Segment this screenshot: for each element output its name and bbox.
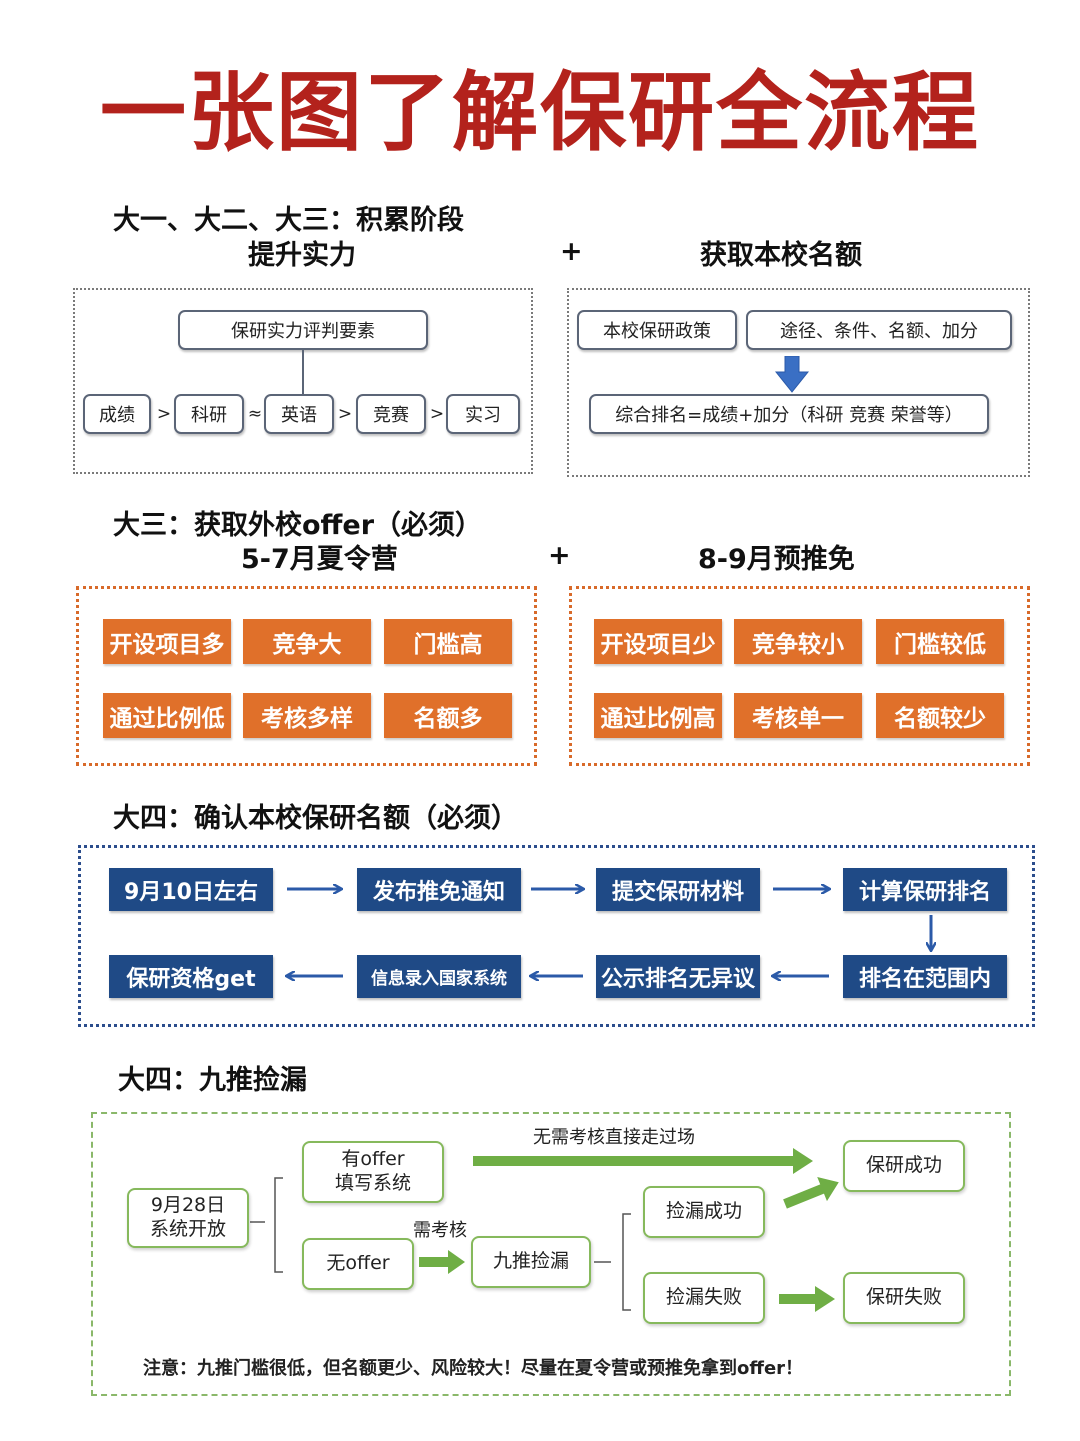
connector-line — [302, 350, 304, 394]
summer-camp-panel: 开设项目多 竞争大 门槛高 通过比例低 考核多样 名额多 — [76, 586, 537, 766]
op-greater-3: > — [429, 404, 445, 424]
item-english: 英语 — [264, 394, 334, 434]
result-fail-box: 保研失败 — [843, 1272, 965, 1324]
tag-pre-6: 名额较少 — [876, 693, 1004, 738]
tag-pre-4: 通过比例高 — [594, 693, 722, 738]
no-offer-box: 无offer — [302, 1238, 414, 1290]
has-offer-line2: 填写系统 — [334, 1172, 411, 1194]
item-competition: 竞赛 — [356, 394, 426, 434]
has-offer-box: 有offer 填写系统 — [302, 1141, 444, 1203]
section2-plus: + — [548, 540, 571, 571]
section4-heading: 大四：九推捡漏 — [118, 1065, 307, 1096]
section2-heading-left-line2: 5-7月夏令营 — [241, 544, 398, 575]
exam-arrow-icon — [419, 1250, 465, 1274]
tag-pre-1: 开设项目少 — [594, 619, 722, 664]
jiutui-connectors — [250, 1148, 839, 1312]
jiutui-note: 注意：九推门槛很低，但名额更少、风险较大！尽量在夏令营或预推免拿到offer！ — [143, 1358, 804, 1379]
confirm-quota-panel: 9月10日左右 发布推免通知 提交保研材料 计算保研排名 保研资格get 信息录… — [78, 845, 1035, 1027]
skip-label: 无需考核直接走过场 — [533, 1127, 695, 1148]
step-enter-national-system: 信息录入国家系统 — [357, 955, 521, 998]
school-policy-box: 本校保研政策 — [577, 310, 737, 350]
item-research: 科研 — [174, 394, 244, 434]
skip-arrow-icon — [473, 1148, 813, 1174]
section1-heading-right: 获取本校名额 — [700, 240, 862, 271]
section2-heading-right: 8-9月预推免 — [698, 544, 855, 575]
section3-heading: 大四：确认本校保研名额（必须） — [113, 803, 518, 834]
section1-heading-left-line2: 提升实力 — [248, 240, 356, 271]
tag-summer-6: 名额多 — [384, 693, 512, 738]
tag-summer-2: 竞争大 — [243, 619, 371, 664]
step-rank-in-range: 排名在范围内 — [843, 955, 1007, 998]
success-arrow-icon — [783, 1176, 839, 1209]
strength-panel: 保研实力评判要素 成绩 > 科研 ≈ 英语 > 竞赛 > 实习 — [73, 288, 533, 474]
section1-plus: + — [560, 236, 583, 267]
result-success-box: 保研成功 — [843, 1140, 965, 1192]
step-submit-materials: 提交保研材料 — [596, 868, 760, 911]
fail-arrow-icon — [779, 1286, 835, 1312]
ranking-formula-box: 综合排名=成绩+加分（科研 竞赛 荣誉等） — [589, 394, 989, 434]
tag-pre-5: 考核单一 — [734, 693, 862, 738]
has-offer-line1: 有offer — [341, 1148, 405, 1171]
page-title: 一张图了解保研全流程 — [100, 63, 980, 163]
jiutui-panel: 9月28日 系统开放 有offer 填写系统 无offer 无需考核直接走过场 … — [91, 1112, 1011, 1396]
strength-criteria-box: 保研实力评判要素 — [178, 310, 428, 350]
exam-label: 需考核 — [413, 1220, 467, 1241]
start-line2: 系统开放 — [149, 1218, 226, 1240]
step-qualification-get: 保研资格get — [109, 955, 273, 998]
step-publicize-ranking: 公示排名无异议 — [596, 955, 760, 998]
tag-summer-4: 通过比例低 — [103, 693, 231, 738]
tag-summer-5: 考核多样 — [243, 693, 371, 738]
section1-heading-left-line1: 大一、大二、大三：积累阶段 — [113, 205, 464, 236]
start-box: 9月28日 系统开放 — [127, 1188, 249, 1248]
step-calc-ranking: 计算保研排名 — [843, 868, 1007, 911]
pick-success-box: 捡漏成功 — [643, 1186, 765, 1238]
step-sep10: 9月10日左右 — [109, 868, 273, 911]
tag-pre-3: 门槛较低 — [876, 619, 1004, 664]
flow-arrows — [81, 848, 1032, 1024]
pick-fail-box: 捡漏失败 — [643, 1272, 765, 1324]
step-publish-notice: 发布推免通知 — [357, 868, 521, 911]
pre-recommend-panel: 开设项目少 竞争较小 门槛较低 通过比例高 考核单一 名额较少 — [569, 586, 1030, 766]
jiutui-box: 九推捡漏 — [471, 1236, 591, 1288]
op-greater-1: > — [156, 404, 172, 424]
start-line1: 9月28日 — [150, 1194, 226, 1217]
section2-heading-left-line1: 大三：获取外校offer（必须） — [113, 510, 483, 541]
school-quota-panel: 本校保研政策 途径、条件、名额、加分 综合排名=成绩+加分（科研 竞赛 荣誉等） — [567, 288, 1030, 477]
item-grades: 成绩 — [83, 394, 151, 434]
item-internship: 实习 — [446, 394, 520, 434]
policy-details-box: 途径、条件、名额、加分 — [746, 310, 1012, 350]
down-arrow-icon — [775, 356, 809, 393]
tag-pre-2: 竞争较小 — [734, 619, 862, 664]
op-greater-2: > — [337, 404, 353, 424]
tag-summer-1: 开设项目多 — [103, 619, 231, 664]
op-approx: ≈ — [247, 404, 263, 424]
tag-summer-3: 门槛高 — [384, 619, 512, 664]
